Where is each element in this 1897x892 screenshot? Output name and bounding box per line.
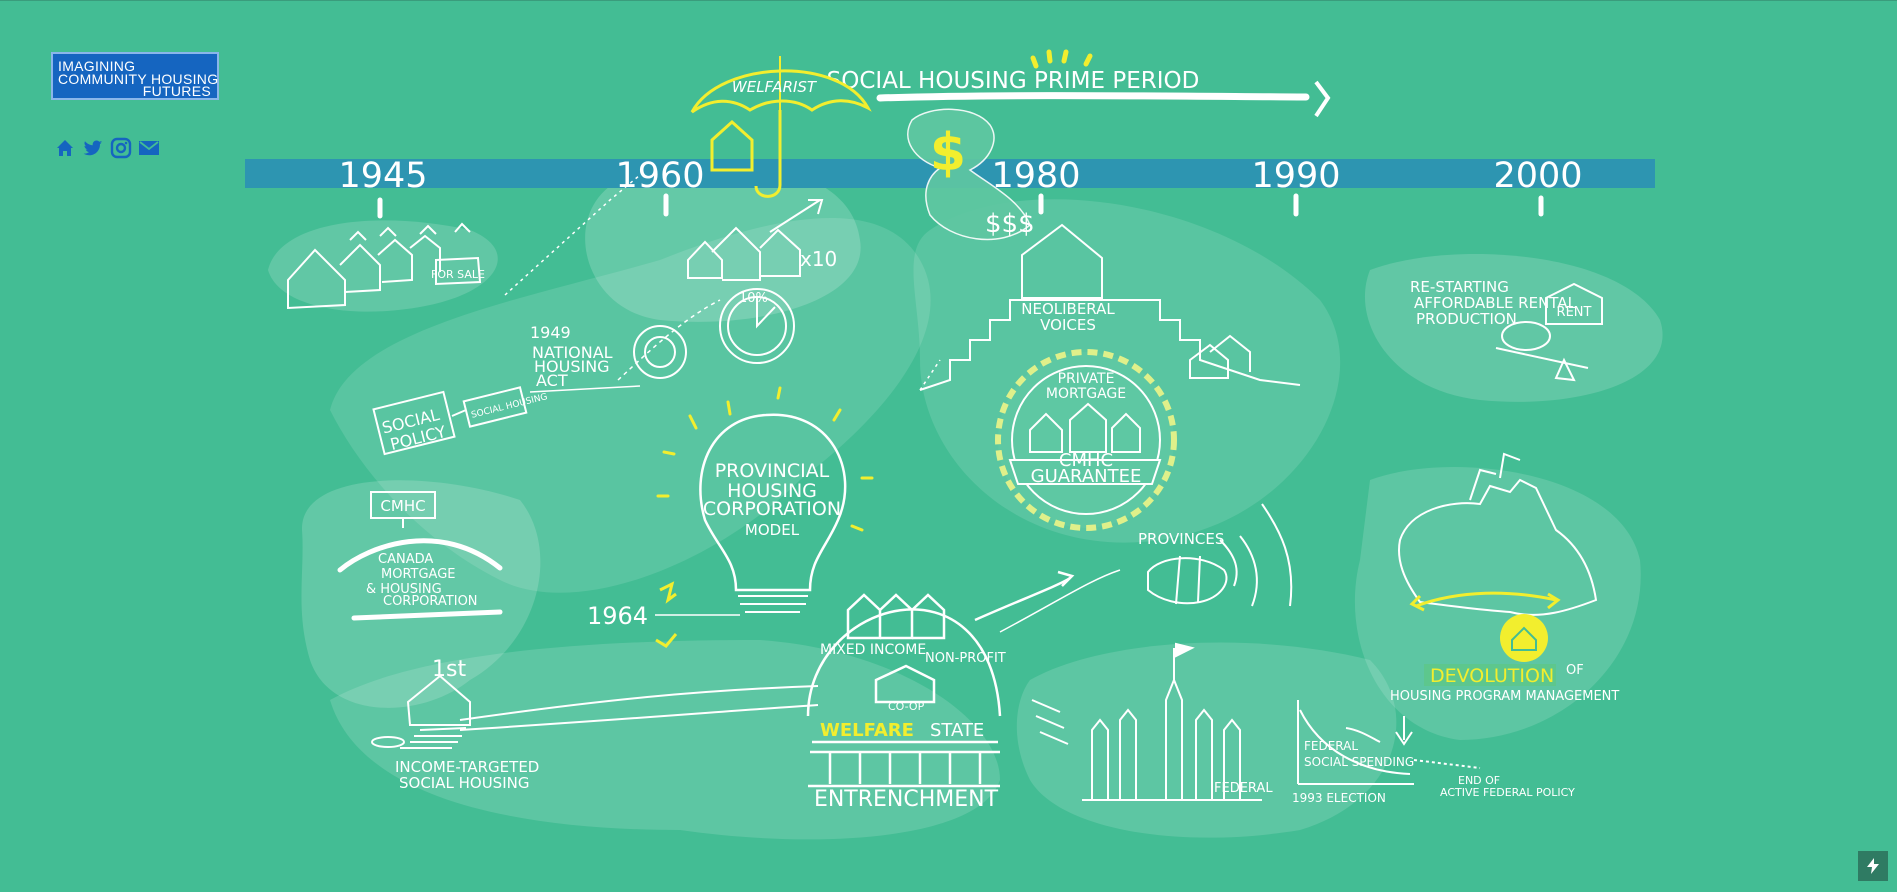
phc-line-4: MODEL <box>745 521 800 539</box>
welfarist-label: WELFARIST <box>732 78 818 96</box>
nha-line-4: ACT <box>536 371 568 390</box>
year-label: 1980 <box>991 156 1080 196</box>
cmhc-word-3: & HOUSING <box>366 582 442 597</box>
federal-label: FEDERAL <box>1214 781 1273 796</box>
year-1964-label: 1964 <box>587 602 648 630</box>
social-links <box>54 137 160 159</box>
first-social-house <box>371 674 819 749</box>
parliament-building <box>1031 642 1262 801</box>
growth-houses <box>687 199 824 281</box>
guarantee-line-2: GUARANTEE <box>1031 466 1142 487</box>
top-border <box>0 0 1897 1</box>
provinces-label: PROVINCES <box>1138 530 1224 548</box>
co-op-label: CO-OP <box>888 700 925 713</box>
site-logo[interactable]: IMAGINING COMMUNITY HOUSING FUTURES <box>51 52 219 100</box>
phc-line-1: PROVINCIAL <box>715 460 830 482</box>
state-label: STATE <box>930 720 984 741</box>
welfarist-umbrella <box>690 56 872 198</box>
cmhc-label: CMHC <box>380 497 425 515</box>
for-sale-sign: FOR SALE <box>431 268 485 281</box>
canada-map <box>1398 452 1598 662</box>
restart-line-2: AFFORDABLE RENTAL <box>1414 294 1577 312</box>
year-label: 1990 <box>1251 156 1340 196</box>
cmhc-word-1: CANADA <box>378 552 433 567</box>
devolution-line-2: HOUSING PROGRAM MANAGEMENT <box>1390 689 1619 704</box>
prime-period-label: SOCIAL HOUSING PRIME PERIOD <box>827 68 1200 94</box>
money-bag: $ $$$ <box>907 108 1035 241</box>
cmhc-full-name: CANADA MORTGAGE & HOUSING CORPORATION <box>366 552 478 609</box>
income-targeted-line-2: SOCIAL HOUSING <box>399 774 529 792</box>
lightbulb-drawing <box>656 386 874 613</box>
year-label: 1945 <box>338 156 427 196</box>
year-label: 1960 <box>615 156 704 196</box>
restart-line-1: RE-STARTING <box>1410 278 1509 296</box>
neoliberal-line-1: NEOLIBERAL <box>1021 300 1115 318</box>
sparkle-marks <box>1030 49 1093 69</box>
national-housing-act: 1949 NATIONAL HOUSING ACT <box>530 323 613 390</box>
cmhc-word-2: MORTGAGE <box>381 567 456 582</box>
private-line-1: PRIVATE <box>1058 371 1115 387</box>
logo-line-2: COMMUNITY HOUSING <box>58 71 219 87</box>
income-targeted-line-1: INCOME-TARGETED <box>395 758 539 776</box>
year-label: 2000 <box>1493 156 1582 196</box>
entrenchment-label: ENTRENCHMENT <box>814 787 999 812</box>
welfare-state-building <box>806 569 1121 788</box>
nha-year: 1949 <box>530 323 571 342</box>
logo-line-1: IMAGINING <box>58 58 136 74</box>
logo-line-3: FUTURES <box>142 83 211 99</box>
phc-line-3: CORPORATION <box>703 498 841 520</box>
lightning-icon <box>1867 858 1879 874</box>
nha-line-3: HOUSING <box>534 357 610 376</box>
instagram-icon[interactable] <box>110 137 132 159</box>
nha-line-2: NATIONAL <box>532 343 613 362</box>
cmhc-guarantee-seal <box>995 349 1177 531</box>
flash-button[interactable] <box>1858 851 1888 881</box>
private-line-2: MORTGAGE <box>1046 386 1126 402</box>
pie-chart-drawing <box>633 288 795 379</box>
restart-line-3: PRODUCTION <box>1416 310 1517 328</box>
twitter-icon[interactable] <box>82 137 104 159</box>
phc-line-2: HOUSING <box>727 480 817 502</box>
mail-icon[interactable] <box>138 137 160 159</box>
guarantee-line-1: CMHC <box>1059 450 1113 471</box>
timeline-years: 1945 1960 1980 1990 2000 <box>338 156 1582 196</box>
houses-for-sale <box>287 222 482 310</box>
phc-label: PROVINCIAL HOUSING CORPORATION MODEL <box>703 460 841 539</box>
prime-period-arrow <box>876 92 1310 102</box>
provinces-map <box>1147 503 1293 607</box>
fed-spending-line-1: FEDERAL <box>1304 739 1358 753</box>
neoliberal-line-2: VOICES <box>1040 316 1096 334</box>
end-line-1: END OF <box>1458 774 1500 787</box>
devolution-of-label: OF <box>1566 663 1584 678</box>
devolution-label: DEVOLUTION <box>1430 665 1554 687</box>
election-label: 1993 ELECTION <box>1292 791 1386 805</box>
welfare-label: WELFARE <box>820 720 914 741</box>
non-profit-label: NON-PROFIT <box>925 651 1006 666</box>
cmhc-building <box>337 491 503 621</box>
federal-spending-graph <box>1297 700 1481 785</box>
social-policy-sign <box>372 385 641 456</box>
cmhc-word-4: CORPORATION <box>383 594 478 609</box>
svg-text:$$$: $$$ <box>985 209 1035 239</box>
home-icon[interactable] <box>54 137 76 159</box>
restart-rental-label: RE-STARTING AFFORDABLE RENTAL PRODUCTION <box>1410 278 1577 328</box>
fed-spending-line-2: SOCIAL SPENDING <box>1304 755 1414 769</box>
year-ticks <box>377 193 1544 219</box>
rent-seesaw <box>1495 282 1603 382</box>
end-line-2: ACTIVE FEDERAL POLICY <box>1440 786 1575 799</box>
x10-label: x10 <box>800 247 837 271</box>
neoliberal-staircase <box>919 223 1301 391</box>
prime-period-arrowhead <box>1314 80 1331 118</box>
mixed-income-label: MIXED INCOME <box>820 642 926 658</box>
percent-label: 10% <box>739 291 768 306</box>
rent-label: RENT <box>1557 305 1592 320</box>
svg-text:$: $ <box>930 123 966 183</box>
